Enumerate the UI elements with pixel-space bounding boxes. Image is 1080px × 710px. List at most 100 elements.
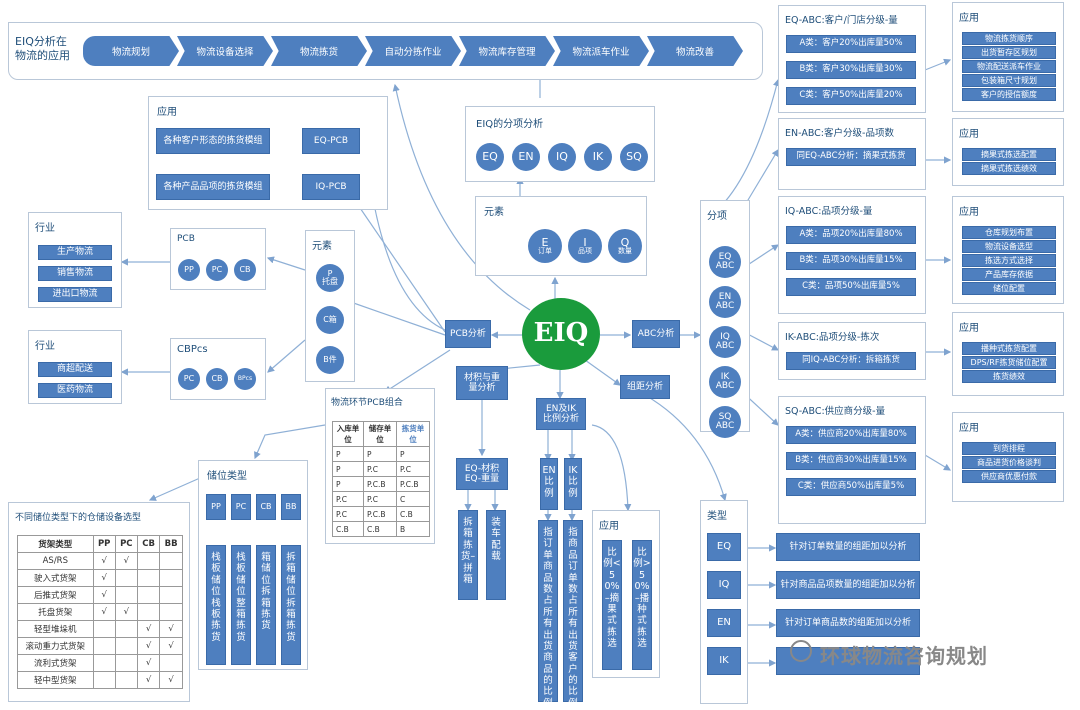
equip-check: √ <box>159 620 183 638</box>
equip-check: √ <box>92 586 116 604</box>
ratio-title: 应用 <box>599 521 619 532</box>
equip-check <box>136 569 161 587</box>
element-case: C箱 <box>316 306 344 334</box>
equip-rack-type: AS/RS <box>17 552 94 570</box>
combo-title: 物流环节PCB组合 <box>331 398 403 408</box>
equip-check <box>136 586 161 604</box>
enik-tag-ik: IK比例 <box>564 458 582 510</box>
equip-check <box>92 637 116 655</box>
combo-cell: P <box>395 446 431 462</box>
equip-check <box>136 552 161 570</box>
pcb-analysis: PCB分析 <box>445 320 491 348</box>
abc-block-title: EN-ABC:客户分级-品项数 <box>785 128 894 139</box>
right-app-title: 应用 <box>959 129 979 140</box>
equip-check <box>159 654 183 672</box>
cbpcs-cb: CB <box>206 368 228 390</box>
right-app-item: 客户的授信额度 <box>962 88 1056 101</box>
center-eiq: EIQ <box>522 298 600 370</box>
equip-check <box>159 552 183 570</box>
industry1-item-3: 进出口物流 <box>38 287 112 302</box>
combo-cell: P.C.B <box>363 476 397 492</box>
equip-check <box>92 654 116 672</box>
right-app-item: 拣选方式选择 <box>962 254 1056 267</box>
right-app-title: 应用 <box>959 323 979 334</box>
combo-cell: P <box>332 461 364 477</box>
equip-check <box>114 569 138 587</box>
abc-block-title: SQ-ABC:供应商分级-量 <box>785 406 886 417</box>
equip-check: √ <box>159 637 183 655</box>
abc-row: C类：供应商50%出库量5% <box>786 478 916 496</box>
equip-check <box>92 620 116 638</box>
storage-desc-4: 拆箱储位拆箱拣货 <box>281 545 301 665</box>
eiq-sub-title: EIQ的分项分析 <box>476 119 544 130</box>
equip-header: 货架类型 <box>17 535 94 553</box>
eiq-sub-sq: SQ <box>620 143 648 171</box>
abc-block-title: EQ-ABC:客户/门店分级-量 <box>785 15 898 26</box>
combo-cell: P.C.B <box>363 506 397 522</box>
combo-cell: C <box>395 491 431 507</box>
right-app-item: 摘果式拣选配置 <box>962 148 1056 161</box>
cbpcs-title: CBPcs <box>177 344 208 355</box>
fenxiang-item-1: EQ ABC <box>709 246 741 278</box>
combo-cell: P.C <box>395 461 431 477</box>
equip-rack-type: 流利式货架 <box>17 654 94 672</box>
enik-tag-en: EN比例 <box>540 458 558 510</box>
type-tag-ik: IK <box>707 647 741 675</box>
equip-rack-type: 滚动重力式货架 <box>17 637 94 655</box>
right-app-item: 拣货绩效 <box>962 370 1056 383</box>
combo-cell: P <box>363 446 397 462</box>
right-app-item: 出货暂存区规划 <box>962 46 1056 59</box>
equip-check: √ <box>92 552 116 570</box>
material-sub: EQ-材积 EQ-重量 <box>456 458 508 490</box>
types-title: 类型 <box>707 511 727 522</box>
combo-cell: P.C.B <box>395 476 431 492</box>
equip-rack-type: 托盘货架 <box>17 603 94 621</box>
equip-check <box>92 671 116 689</box>
fenxiang-item-5: SQ ABC <box>709 406 741 438</box>
right-app-item: 摘果式拣选绩效 <box>962 162 1056 175</box>
step-6: 物流派车作业 <box>553 36 649 66</box>
equip-check <box>114 637 138 655</box>
abc-row: 同IQ-ABC分析：拆箱拣货 <box>786 352 916 370</box>
equip-check <box>114 620 138 638</box>
elements-top-title: 元素 <box>484 207 504 218</box>
storage-title: 储位类型 <box>207 471 247 482</box>
combo-cell: P <box>332 476 364 492</box>
elements-left-title: 元素 <box>312 241 332 252</box>
equip-check: √ <box>114 552 138 570</box>
combo-header: 储存单位 <box>363 421 397 447</box>
equip-rack-type: 轻型堆垛机 <box>17 620 94 638</box>
right-app-item: 物流配送派车作业 <box>962 60 1056 73</box>
abc-row: A类：品项20%出库量80% <box>786 226 916 244</box>
right-app-item: DPS/RF拣货储位配置 <box>962 356 1056 369</box>
right-app-item: 产品库存依据 <box>962 268 1056 281</box>
abc-row: B类：供应商30%出库量15% <box>786 452 916 470</box>
right-app-title: 应用 <box>959 423 979 434</box>
type-desc-iq: 针对商品品项数量的组距加以分析 <box>776 571 920 599</box>
type-desc-en: 针对订单商品数的组距加以分析 <box>776 609 920 637</box>
abc-block-title: IQ-ABC:品项分级-量 <box>785 206 873 217</box>
fenxiang-item-3: IQ ABC <box>709 326 741 358</box>
equip-rack-type: 轻中型货架 <box>17 671 94 689</box>
equip-check <box>114 654 138 672</box>
equip-check: √ <box>114 603 138 621</box>
material-item-1: 拆箱拣货–拼箱 <box>458 510 478 600</box>
equip-header: PC <box>114 535 138 553</box>
combo-cell: P <box>332 446 364 462</box>
equip-header: PP <box>92 535 116 553</box>
element-pallet: P 托盘 <box>316 264 344 292</box>
storage-type-pp: PP <box>206 494 226 520</box>
right-app-item: 播种式拣货配置 <box>962 342 1056 355</box>
eiq-sub-en: EN <box>512 143 540 171</box>
material-analysis: 材积与重量分析 <box>456 366 508 400</box>
step-1: 物流规划 <box>83 36 179 66</box>
abc-block-4: IK-ABC:品项分级-拣次 <box>778 322 926 380</box>
combo-cell: C.B <box>363 521 397 537</box>
industry1-item-1: 生产物流 <box>38 245 112 260</box>
equip-check: √ <box>136 620 161 638</box>
element-top-label: 数量 <box>618 247 632 256</box>
